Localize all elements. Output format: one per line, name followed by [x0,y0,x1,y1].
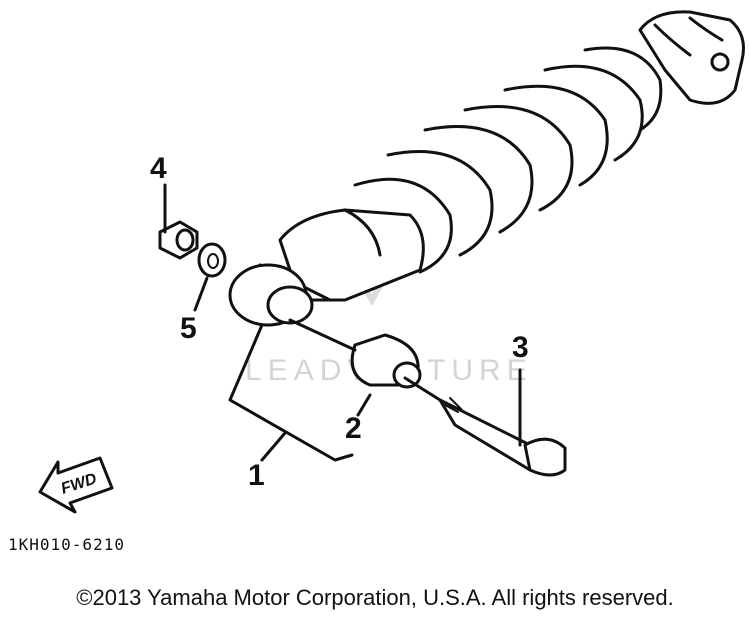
part-5-washer[interactable] [197,242,227,278]
callout-5[interactable]: 5 [180,312,197,345]
callout-3[interactable]: 3 [512,331,529,364]
callout-4[interactable]: 4 [150,152,167,185]
callout-2[interactable]: 2 [345,412,362,445]
part-2-collar[interactable] [350,333,422,389]
forward-direction-arrow: FWD [38,456,114,514]
copyright-footer: ©2013 Yamaha Motor Corporation, U.S.A. A… [76,585,674,610]
callout-1[interactable]: 1 [248,459,265,492]
leader-lines [163,183,522,462]
diagram-part-code: 1KH010-6210 [8,535,125,554]
shock-absorber[interactable] [228,10,745,327]
part-3-bolt[interactable] [438,397,567,477]
part-4-nut[interactable] [158,220,199,260]
